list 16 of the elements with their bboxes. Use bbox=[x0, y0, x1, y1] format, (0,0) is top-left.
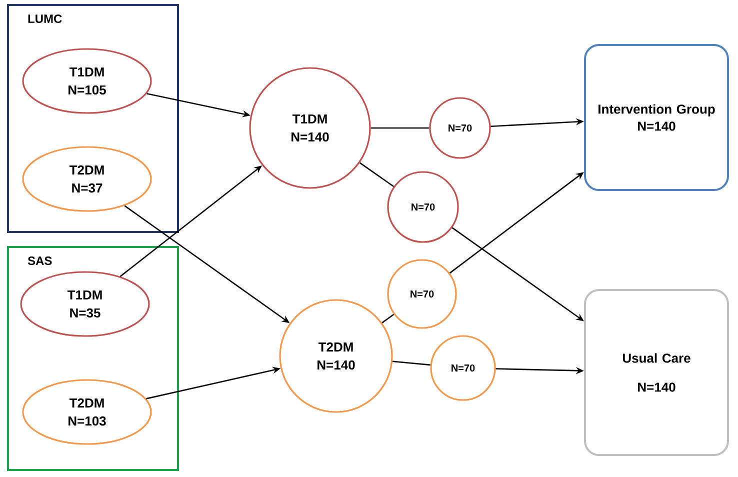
circle-node: N=70 bbox=[430, 335, 496, 401]
circle-node: T1DM N=140 bbox=[249, 67, 371, 189]
circle-node: N=70 bbox=[387, 259, 457, 329]
circle-node: N=70 bbox=[387, 171, 459, 243]
ellipse-node: T2DM N=103 bbox=[22, 379, 152, 445]
connector-line bbox=[392, 360, 430, 366]
rounded-box: Intervention Group N=140 bbox=[584, 44, 729, 191]
circle-node: N=70 bbox=[429, 97, 491, 159]
connector-line bbox=[382, 314, 394, 324]
ellipse-node: T1DM N=105 bbox=[22, 48, 152, 114]
ellipse-node: T2DM N=37 bbox=[22, 146, 152, 212]
connector-line bbox=[359, 162, 394, 188]
ellipse-node: T1DM N=35 bbox=[20, 271, 150, 337]
circle-node: T2DM N=140 bbox=[279, 299, 393, 413]
rounded-box: Usual Care N=140 bbox=[584, 289, 729, 456]
connector-line bbox=[370, 127, 430, 129]
